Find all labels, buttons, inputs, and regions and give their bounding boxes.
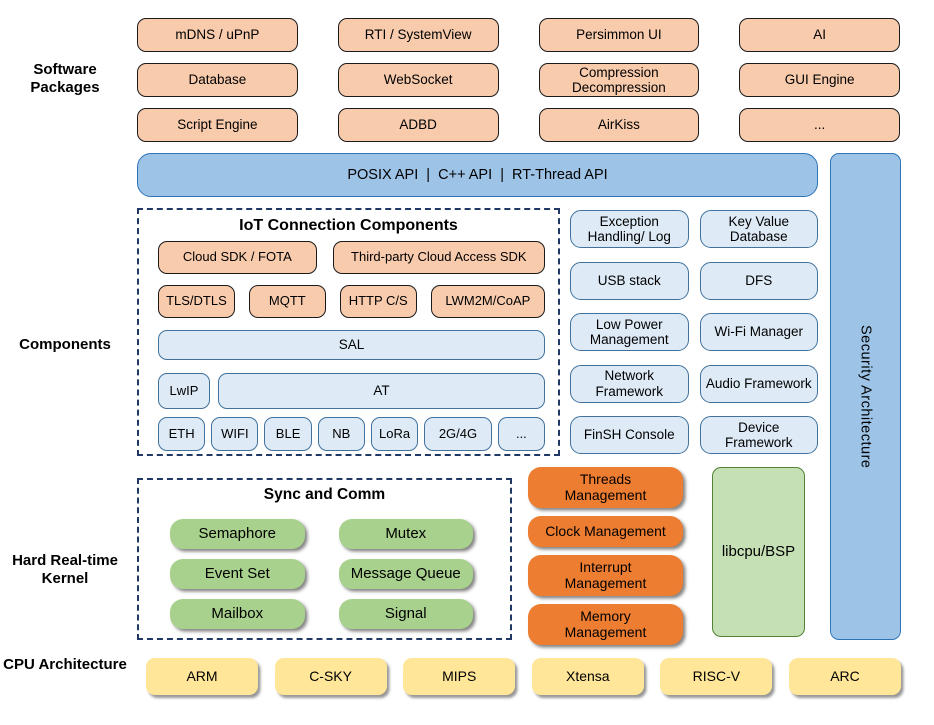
software-package-box: Script Engine — [137, 108, 298, 142]
component-box: Exception Handling/ Log — [570, 210, 689, 248]
cpu-architecture-row: ARM C-SKY MIPS Xtensa RISC-V ARC — [146, 658, 901, 695]
security-architecture-label: Security Architecture — [857, 324, 874, 469]
protocol-box: HTTP C/S — [339, 285, 417, 318]
side-label-kernel: Hard Real-time Kernel — [12, 552, 118, 587]
sync-item-box: Message Queue — [338, 559, 473, 589]
side-label-software-packages: Software Packages — [30, 61, 100, 96]
cpu-architecture-box: MIPS — [403, 658, 516, 695]
component-box: Low Power Management — [570, 313, 689, 351]
iot-connection-components-group: IoT Connection Components Cloud SDK / FO… — [137, 208, 560, 456]
link-layer-box: 2G/4G — [424, 417, 492, 451]
sync-item-box: Signal — [338, 599, 473, 629]
software-package-box: AirKiss — [538, 108, 700, 142]
sync-item-box: Mutex — [338, 519, 473, 549]
software-package-box: Database — [137, 63, 298, 97]
software-packages-grid: mDNS / uPnP RTI / SystemView Persimmon UI A… — [137, 18, 900, 142]
software-package-box: RTI / SystemView — [337, 18, 499, 52]
software-package-box: ... — [739, 108, 900, 142]
sync-item-box: Mailbox — [170, 599, 305, 629]
component-box: Wi-Fi Manager — [699, 313, 818, 351]
cpu-architecture-box: C-SKY — [274, 658, 387, 695]
link-layer-box: ... — [497, 417, 545, 451]
api-bar: POSIX API | C++ API | RT-Thread API — [137, 153, 818, 197]
kernel-management-box: Threads Management — [528, 467, 683, 508]
component-box: DFS — [699, 261, 818, 300]
cloud-sdk-box: Third-party Cloud Access SDK — [332, 241, 545, 274]
sync-item-box: Event Set — [170, 559, 305, 589]
sal-row: SAL — [158, 330, 545, 360]
software-package-box: mDNS / uPnP — [137, 18, 298, 52]
sync-group-title: Sync and Comm — [263, 486, 386, 503]
kernel-management-box: Clock Management — [528, 516, 683, 547]
security-architecture-bar: Security Architecture — [830, 153, 901, 640]
cpu-architecture-box: ARM — [146, 658, 258, 695]
cloud-sdk-box: Cloud SDK / FOTA — [158, 241, 317, 274]
protocol-box: LWM2M/CoAP — [430, 285, 545, 318]
protocol-box: MQTT — [248, 285, 326, 318]
iot-group-title: IoT Connection Components — [239, 217, 458, 234]
software-package-box: AI — [739, 18, 900, 52]
link-layer-box: NB — [317, 417, 365, 451]
software-package-box: Persimmon UI — [538, 18, 700, 52]
cpu-architecture-box: ARC — [788, 658, 901, 695]
kernel-management-box: Memory Management — [528, 604, 683, 645]
link-layer-box: ETH — [158, 417, 206, 451]
component-box: USB stack — [570, 261, 689, 300]
side-label-cpu-architecture: CPU Architecture — [3, 656, 127, 673]
libcpu-bsp-box: libcpu/BSP — [712, 467, 805, 637]
link-layer-box: BLE — [264, 417, 312, 451]
at-box: AT — [218, 373, 545, 409]
cpu-architecture-box: Xtensa — [531, 658, 644, 695]
software-package-box: WebSocket — [337, 63, 499, 97]
lwip-box: LwIP — [158, 373, 210, 409]
component-box: Audio Framework — [699, 364, 818, 403]
kernel-management-box: Interrupt Management — [528, 555, 683, 596]
protocol-row: TLS/DTLS MQTT HTTP C/S LWM2M/CoAP — [158, 285, 545, 318]
component-box: FinSH Console — [570, 416, 689, 454]
protocol-box: TLS/DTLS — [158, 285, 235, 318]
sync-item-box: Semaphore — [170, 519, 305, 549]
component-box: Network Framework — [570, 364, 689, 403]
software-package-box: Compression Decompression — [538, 63, 700, 97]
link-layer-box: WIFI — [211, 417, 259, 451]
software-package-box: GUI Engine — [739, 63, 900, 97]
sal-box: SAL — [158, 330, 545, 360]
component-box: Key Value Database — [699, 210, 818, 248]
software-package-box: ADBD — [337, 108, 499, 142]
component-box: Device Framework — [699, 416, 818, 454]
api-bar-label: POSIX API | C++ API | RT-Thread API — [347, 167, 608, 183]
lwip-at-row: LwIP AT — [158, 373, 545, 409]
components-grid: Exception Handling/ Log Key Value Databas… — [570, 210, 818, 454]
link-layer-box: LoRa — [370, 417, 419, 451]
cpu-architecture-box: RISC-V — [660, 658, 773, 695]
cloud-sdk-row: Cloud SDK / FOTA Third-party Cloud Access… — [158, 241, 545, 274]
side-label-components: Components — [19, 336, 111, 353]
